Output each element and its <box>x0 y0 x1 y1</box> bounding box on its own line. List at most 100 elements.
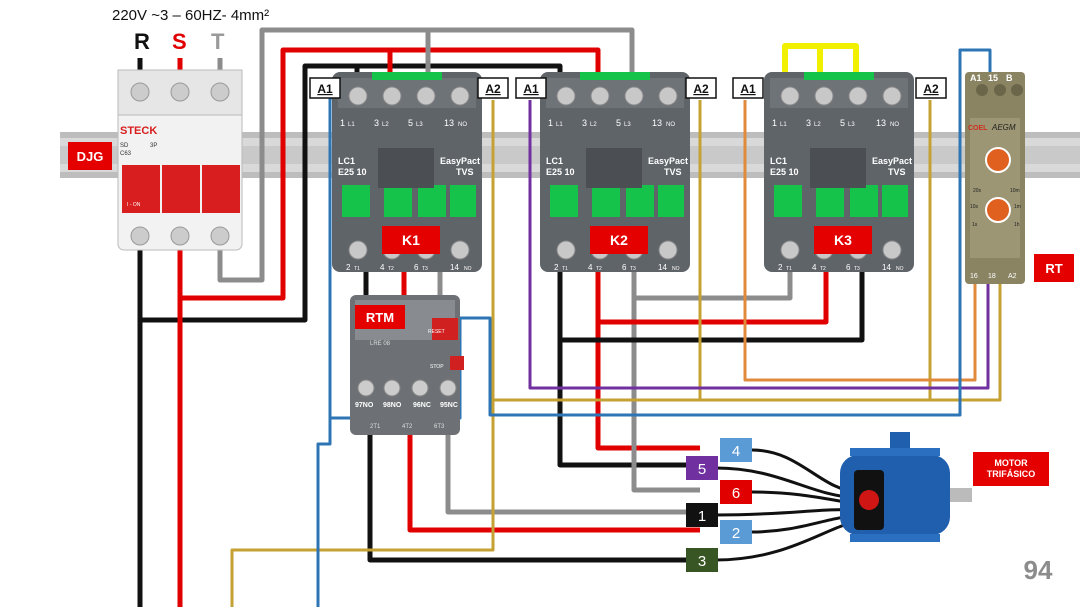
supply-spec: 220V ~3 – 60HZ- 4mm² <box>112 7 269 24</box>
overload-output-2t1: 2T1 <box>370 424 381 430</box>
contactor-k1-bottom-term-1: T1 <box>354 266 360 272</box>
rtm-label: RTM <box>366 310 394 325</box>
contactor-k2-top-term-4: 5 <box>616 118 621 128</box>
contactor-k1-tag <box>382 226 440 254</box>
contactor-k2-model-1: LC1 <box>546 156 563 166</box>
breaker-brand: STECK <box>120 125 157 137</box>
contactor-k1-coil-a1-box <box>309 77 341 99</box>
contactor-k2-coil-a2-label: A2 <box>693 82 709 96</box>
relay-scale-10s: 10s <box>970 204 979 210</box>
contactor-k1-top-term-1: L1 <box>348 122 355 128</box>
contactor-k2-top-term-3: L2 <box>590 122 597 128</box>
breaker-on-label: I - ON <box>127 202 141 208</box>
contactor-k1-bottom-term-2: 4 <box>380 263 385 272</box>
contactor-k3-model-2: E25 10 <box>770 167 799 177</box>
contactor-k1-coil-a1-label: A1 <box>317 82 333 96</box>
contactor-k1-label: K1 <box>402 232 420 248</box>
motor-terminal-3-box <box>686 548 718 572</box>
breaker-poles: 3P <box>150 143 157 149</box>
contactor-k3-model-1: LC1 <box>770 156 787 166</box>
contactor-k2-bottom-term-5: T3 <box>630 266 636 272</box>
contactor-k1-bottom-term-3: T2 <box>388 266 394 272</box>
djg-label: DJG <box>77 149 104 164</box>
contactor-k2-coil-a2-box <box>685 77 717 99</box>
contactor-k3-bottom-term-5: T3 <box>854 266 860 272</box>
contactor-k1-model-1: LC1 <box>338 156 355 166</box>
contactor-k1-top-term-4: 5 <box>408 118 413 128</box>
contactor-k2-top-term-0: 1 <box>548 118 553 128</box>
contactor-k3-label: K3 <box>834 232 852 248</box>
contactor-k1-top-term-6: 13 <box>444 118 454 128</box>
contactor-k2-label: K2 <box>610 232 628 248</box>
motor-terminal-3-label: 3 <box>698 553 706 570</box>
relay-top-b: B <box>1006 73 1013 83</box>
contactor-k3-brand-2: TVS <box>888 167 906 177</box>
relay-scale-10m: 10m <box>1010 188 1020 194</box>
contactor-k3-coil-a1-label: A1 <box>740 82 756 96</box>
contactor-k3-top-term-2: 3 <box>806 118 811 128</box>
contactor-k3-bottom-term-4: 6 <box>846 263 851 272</box>
contactor-k1-brand-2: TVS <box>456 167 474 177</box>
motor-terminal-1-box <box>686 503 718 527</box>
contactor-k3-top-term-4: 5 <box>840 118 845 128</box>
contactor-k3-bottom-term-1: T1 <box>786 266 792 272</box>
contactor-k1-coil-a2-box <box>477 77 509 99</box>
relay-scale-1m: 1m <box>1014 204 1021 210</box>
timer-relay: A1 15 B COEL AEGM 20s 10m 10s 1m 1s 1h 1… <box>965 72 1025 284</box>
motor-terminal-5-box <box>686 456 718 480</box>
contactor-k1-bottom-term-4: 6 <box>414 263 419 272</box>
contactor-k1-model-2: E25 10 <box>338 167 367 177</box>
circuit-breaker: STECK SD C63 3P I - ON <box>117 69 243 251</box>
phase-r-label: R <box>134 29 150 54</box>
contactor-k1-top-term-0: 1 <box>340 118 345 128</box>
contactor-k1-brand-1: EasyPact <box>440 156 480 166</box>
contactor-k1-coil-a2-label: A2 <box>485 82 501 96</box>
relay-model: AEGM <box>991 123 1016 132</box>
contactor-k3-brand-1: EasyPact <box>872 156 912 166</box>
contactor-k3-coil-a2-label: A2 <box>923 82 939 96</box>
overload-contact-95nc: 95NC <box>440 402 458 409</box>
contactor-k2-top-term-5: L3 <box>624 122 631 128</box>
motor <box>840 432 972 542</box>
contactor-k2-bottom-term-0: 2 <box>554 263 559 272</box>
motor-terminal-1-label: 1 <box>698 508 706 525</box>
motor-terminal-6-box <box>720 480 752 504</box>
overload-output-4t2: 4T2 <box>402 424 413 430</box>
relay-top-15: 15 <box>988 73 998 83</box>
contactor-k1-bottom-term-5: T3 <box>422 266 428 272</box>
relay-scale-1h: 1h <box>1014 222 1020 228</box>
contactor-k1-top-term-2: 3 <box>374 118 379 128</box>
motor-terminal-6-label: 6 <box>732 485 740 502</box>
contactor-k2-coil-a1-label: A1 <box>523 82 539 96</box>
relay-scale-1s: 1s <box>972 222 978 228</box>
djg-tag <box>68 142 112 170</box>
contactor-k1-top-term-5: L3 <box>416 122 423 128</box>
contactor-k3-coil-a1-box <box>732 77 764 99</box>
contactor-k3-bottom-term-3: T2 <box>820 266 826 272</box>
contactor-k2-bottom-term-6: 14 <box>658 263 667 272</box>
contactor-k3-bottom-term-6: 14 <box>882 263 891 272</box>
contactor-k2-bottom-term-3: T2 <box>596 266 602 272</box>
breaker-rating: C63 <box>120 151 132 157</box>
overload-model: LRE 08 <box>370 341 391 347</box>
contactor-k2-tag <box>590 226 648 254</box>
contactor-k2-bottom-term-7: NO <box>672 266 680 272</box>
relay-top-a1: A1 <box>970 73 982 83</box>
contactor-k1-top-term-3: L2 <box>382 122 389 128</box>
motor-terminal-5-label: 5 <box>698 461 706 478</box>
contactor-k1-bottom-term-0: 2 <box>346 263 351 272</box>
overload-contact-96nc: 96NC <box>413 402 431 409</box>
overload-contact-97no: 97NO <box>355 402 374 409</box>
phase-s-label: S <box>172 29 187 54</box>
contactor-k2-bottom-term-2: 4 <box>588 263 593 272</box>
relay-bottom-a2: A2 <box>1008 273 1017 280</box>
contactor-k1-bottom-term-7: NO <box>464 266 472 272</box>
contactor-k2-top-term-6: 13 <box>652 118 662 128</box>
relay-bottom-16: 16 <box>970 273 978 280</box>
contactor-k1-top-term-7: NO <box>458 122 467 128</box>
contactor-k2-brand-1: EasyPact <box>648 156 688 166</box>
contactor-k2-top-term-7: NO <box>666 122 675 128</box>
